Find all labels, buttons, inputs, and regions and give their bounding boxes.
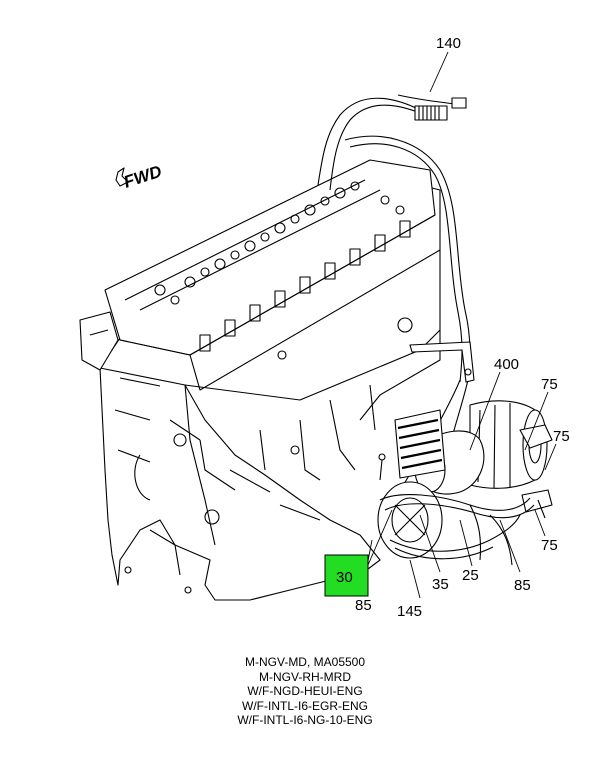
fwd-arrow-icon [115, 167, 129, 187]
callout-400[interactable]: 400 [494, 356, 519, 373]
callout-75-top[interactable]: 75 [541, 376, 558, 393]
callout-75-middle[interactable]: 75 [553, 428, 570, 445]
fwd-label: FWD [121, 162, 164, 192]
callout-35[interactable]: 35 [432, 576, 449, 593]
callout-145[interactable]: 145 [397, 603, 422, 620]
mounting-bracket [409, 341, 475, 383]
starter-motor [394, 400, 553, 513]
caption-line: W/F-NGD-HEUI-ENG [247, 684, 363, 698]
caption-line: M-NGV-RH-MRD [259, 669, 351, 684]
caption-line: M-NGV-MD, MA05500 [244, 655, 366, 669]
cylinder-head [79, 159, 441, 391]
engine-illustration: FWD 140 400 75 75 75 30 85 145 35 25 85 [79, 35, 570, 620]
callout-75-bottom[interactable]: 75 [541, 537, 558, 554]
callout-140[interactable]: 140 [436, 35, 461, 52]
callout-85-left[interactable]: 85 [355, 597, 372, 614]
caption-line: W/F-INTL-I6-NG-10-ENG [237, 713, 373, 727]
wiring-harness [317, 94, 471, 491]
callout-25[interactable]: 25 [462, 567, 479, 584]
caption-line: W/F-INTL-I6-EGR-ENG [242, 698, 368, 713]
highlighted-part-box[interactable] [324, 554, 369, 597]
starter-cables [377, 453, 546, 566]
model-caption: M-NGV-MD, MA05500 M-NGV-RH-MRD W/F-NGD-H… [0, 655, 610, 728]
callout-30[interactable]: 30 [336, 569, 353, 586]
callout-85-right[interactable]: 85 [514, 577, 531, 594]
